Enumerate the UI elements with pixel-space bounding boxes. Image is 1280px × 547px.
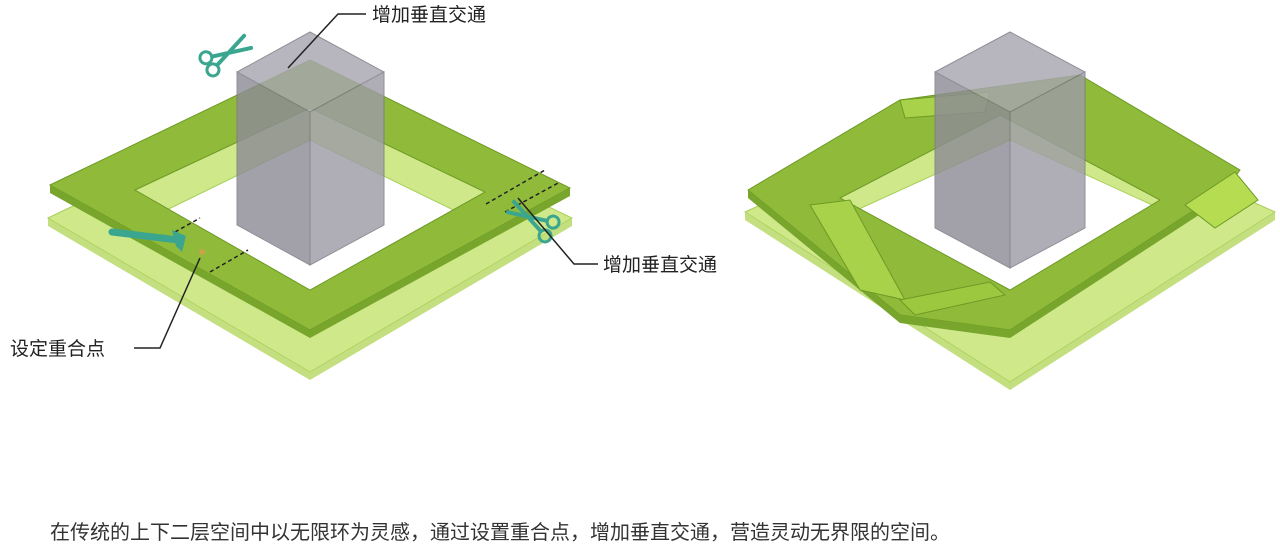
right-diagram (743, 31, 1277, 390)
label-overlap-point: 设定重合点 (10, 338, 105, 360)
label-vertical-traffic-right: 增加垂直交通 (603, 254, 717, 276)
vertical-column-right (933, 31, 1087, 269)
leader-vertical-right (517, 197, 598, 265)
label-vertical-traffic-top: 增加垂直交通 (372, 4, 486, 26)
scissors-icon (505, 199, 561, 244)
cut-line-left-2 (209, 249, 249, 273)
vertical-column-left (235, 31, 386, 266)
cut-line-right-2 (504, 181, 561, 213)
left-diagram: 增加垂直交通 增加垂直交通 设定重合点 (10, 4, 717, 380)
scissors-icon (198, 33, 254, 78)
ramp-right (1184, 171, 1259, 229)
cut-line-right-1 (485, 169, 546, 205)
ramp-bottom (898, 281, 1007, 316)
cut-line-left-1 (174, 217, 201, 233)
leader-overlap (134, 257, 201, 349)
leader-vertical-top (287, 13, 366, 69)
hammer-icon (108, 228, 205, 255)
diagram-caption: 在传统的上下二层空间中以无限环为灵感，通过设置重合点，增加垂直交通，营造灵动无界… (50, 520, 950, 544)
